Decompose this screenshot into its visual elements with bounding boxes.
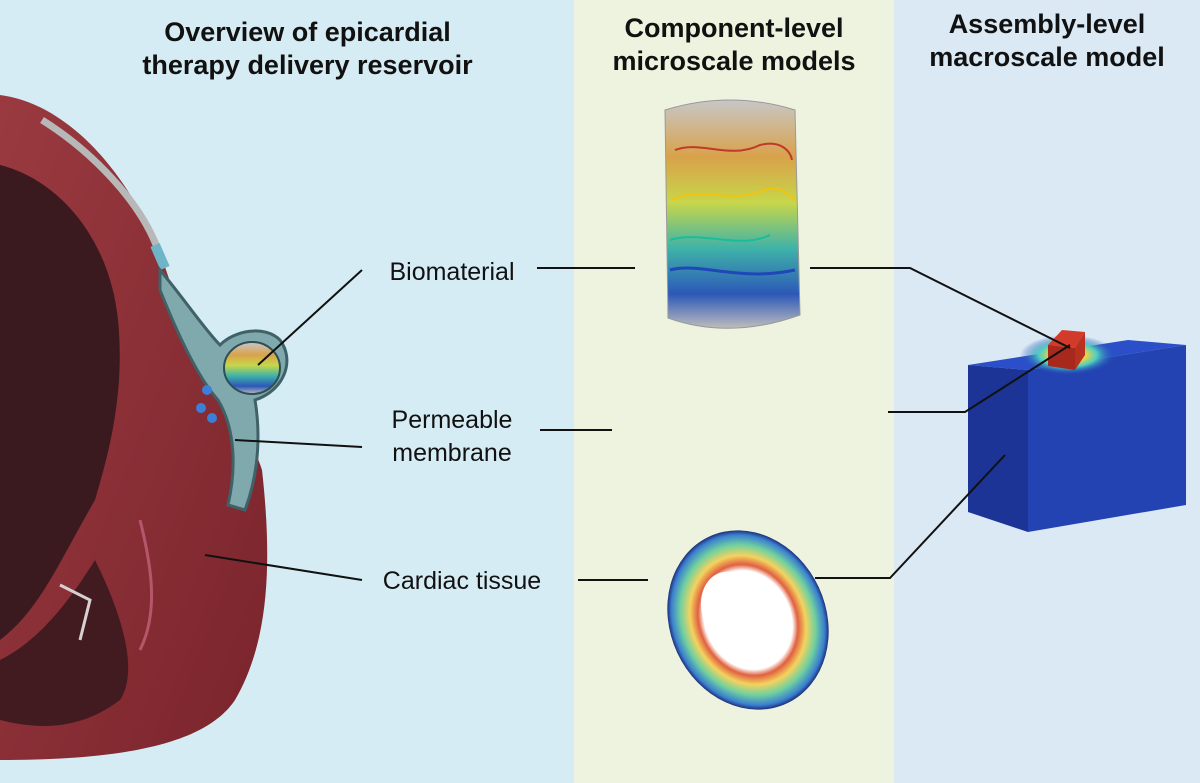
overview-heading: Overview of epicardial therapy delivery … [142, 17, 473, 80]
cardiac-tissue-model [667, 530, 829, 710]
heart-illustration [0, 95, 268, 760]
cardiac-tissue-label: Cardiac tissue [382, 567, 542, 595]
biomaterial-label: Biomaterial [389, 258, 515, 286]
assembly-heading: Assembly-level macroscale model [929, 9, 1165, 72]
leader-lines [204, 267, 1071, 581]
reservoir-device [158, 265, 289, 512]
component-heading: Component-level microscale models [612, 13, 856, 76]
assembly-cube [968, 330, 1186, 532]
catheter-line [40, 117, 170, 270]
membrane-label: Permeable membrane [391, 406, 513, 467]
membrane-model [628, 339, 871, 512]
biomaterial-model [664, 99, 801, 329]
